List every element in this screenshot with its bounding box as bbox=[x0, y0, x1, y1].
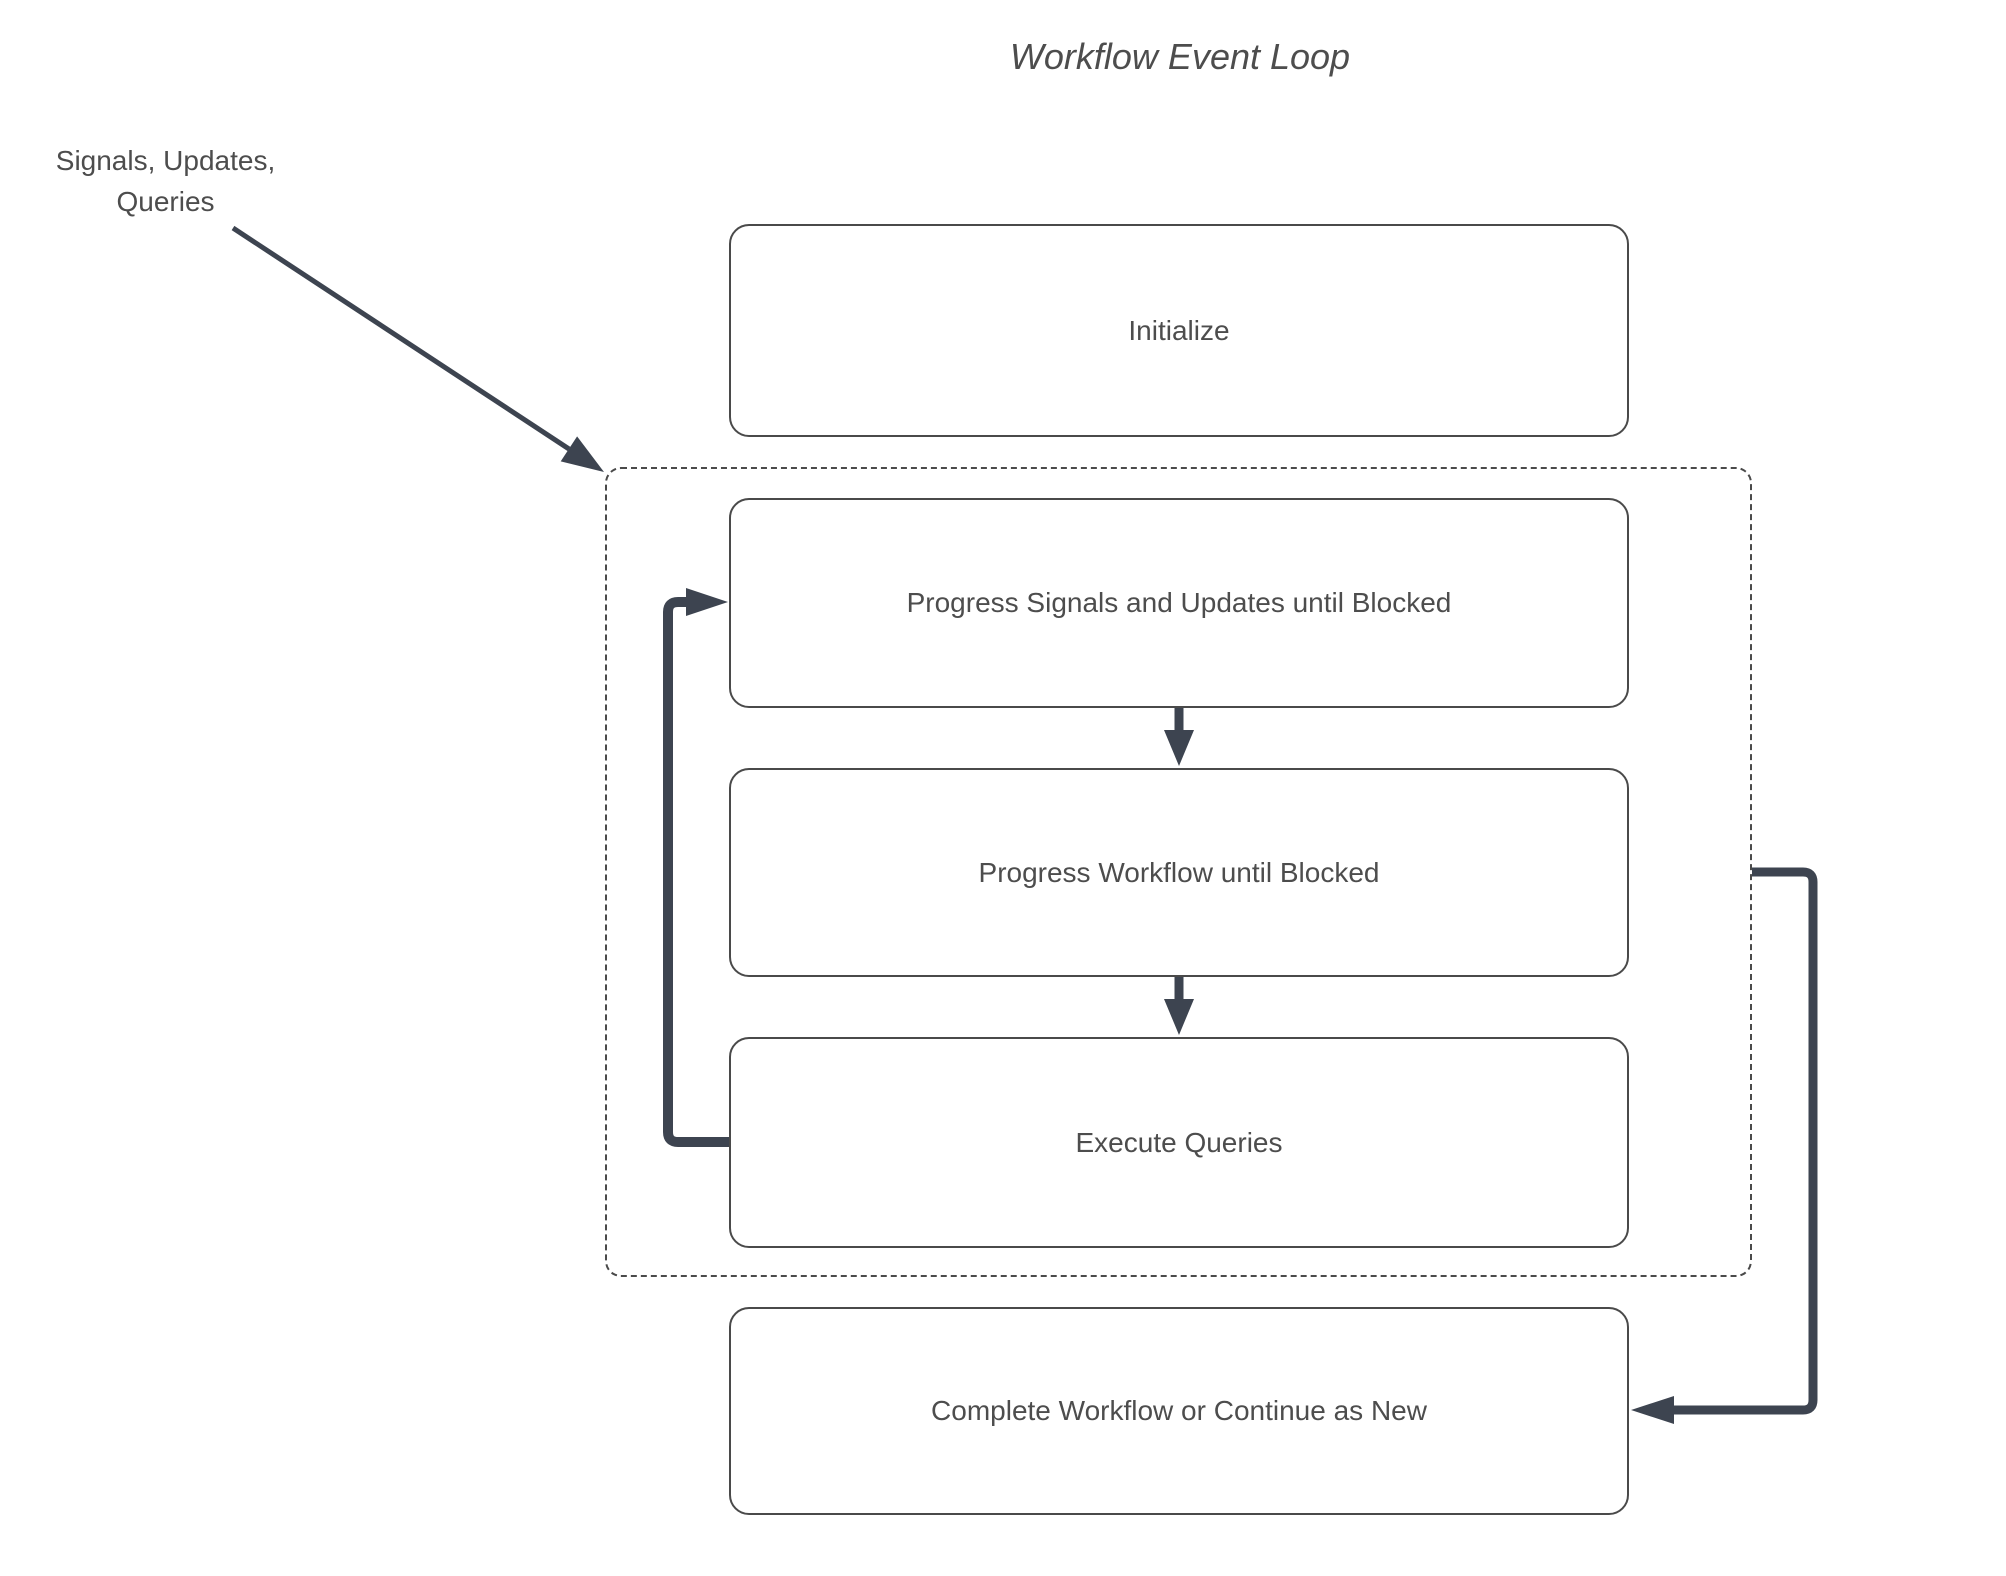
node-initialize: Initialize bbox=[729, 224, 1629, 437]
node-complete-workflow: Complete Workflow or Continue as New bbox=[729, 1307, 1629, 1515]
edge-annotation-to-container-arrow bbox=[231, 225, 604, 472]
node-execute-queries-label: Execute Queries bbox=[1075, 1126, 1283, 1158]
node-progress-workflow: Progress Workflow until Blocked bbox=[729, 768, 1629, 977]
diagram-title: Workflow Event Loop bbox=[1009, 36, 1351, 77]
signals-updates-queries-label: Signals, Updates, Queries bbox=[55, 145, 276, 217]
node-progress-signals-updates-label: Progress Signals and Updates until Block… bbox=[906, 587, 1452, 618]
arrowhead-diagonal-icon bbox=[560, 436, 604, 472]
arrowhead-left-icon bbox=[1631, 1396, 1674, 1424]
node-execute-queries: Execute Queries bbox=[729, 1037, 1629, 1248]
node-initialize-label: Initialize bbox=[1128, 314, 1230, 346]
node-progress-signals-updates: Progress Signals and Updates until Block… bbox=[729, 498, 1629, 708]
node-progress-workflow-label: Progress Workflow until Blocked bbox=[978, 856, 1380, 888]
node-complete-workflow-label: Complete Workflow or Continue as New bbox=[931, 1395, 1427, 1426]
